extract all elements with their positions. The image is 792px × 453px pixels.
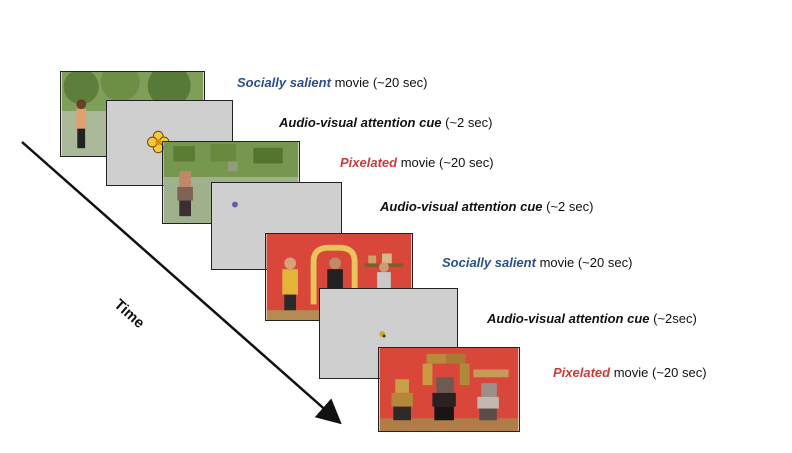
label-step-2-rest: (~2 sec) [445,115,493,130]
dot-cue-icon [379,331,386,338]
label-step-6-rest: (~2sec) [653,311,697,326]
label-step-6: Audio-visual attention cue (~2sec) [487,311,697,326]
label-step-4-emphasis: Audio-visual attention cue [380,199,543,214]
label-step-5: Socially salient movie (~20 sec) [442,255,632,270]
label-step-5-emphasis: Socially salient [442,255,536,270]
label-step-2: Audio-visual attention cue (~2 sec) [279,115,492,130]
label-step-3: Pixelated movie (~20 sec) [340,155,494,170]
label-step-7-emphasis: Pixelated [553,365,611,380]
label-step-7-rest: movie (~20 sec) [613,365,707,380]
pixelated-red-room-image [379,348,519,431]
frame-pixelated-room [378,347,520,432]
label-step-1-emphasis: Socially salient [237,75,331,90]
label-step-3-emphasis: Pixelated [340,155,398,170]
label-step-2-emphasis: Audio-visual attention cue [279,115,442,130]
label-step-4-rest: (~2 sec) [546,199,594,214]
dot-cue-icon [232,201,238,208]
label-step-1: Socially salient movie (~20 sec) [237,75,427,90]
label-step-1-rest: movie (~20 sec) [334,75,428,90]
label-step-6-emphasis: Audio-visual attention cue [487,311,650,326]
label-step-3-rest: movie (~20 sec) [400,155,494,170]
label-step-7: Pixelated movie (~20 sec) [553,365,707,380]
label-step-4: Audio-visual attention cue (~2 sec) [380,199,593,214]
label-step-5-rest: movie (~20 sec) [539,255,633,270]
